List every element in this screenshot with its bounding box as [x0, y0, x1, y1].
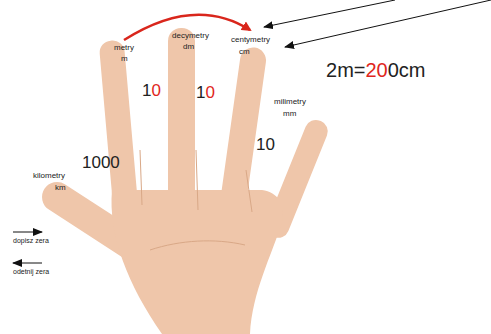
label-character: =: [354, 59, 366, 81]
label-character: 2: [365, 59, 376, 81]
unit-name: kilometry: [33, 172, 65, 180]
label-character: 0: [377, 59, 388, 81]
index-finger: [99, 39, 139, 216]
hand-creases: [140, 150, 252, 250]
unit-symbol: cm: [239, 48, 250, 56]
label-character: m: [409, 59, 426, 81]
unit-name: milimetry: [274, 98, 306, 106]
label-character: 0: [388, 59, 399, 81]
label-character: 0: [151, 81, 160, 100]
conversion-example: 2m=200cm: [326, 60, 426, 80]
unit-symbol: m: [121, 55, 128, 63]
finger-gap: [246, 170, 252, 212]
unit-symbol: km: [55, 184, 66, 192]
label-character: 0: [205, 83, 214, 102]
unit-name: metry: [114, 44, 134, 52]
pointer-line: [264, 0, 395, 27]
label-character: m: [337, 59, 354, 81]
direction-note: dopisz zera: [13, 237, 49, 244]
label-character: c: [399, 59, 409, 81]
pointer-line: [285, 0, 491, 47]
hand: [36, 28, 331, 334]
direction-arrow: [13, 232, 42, 233]
unit-symbol: dm: [183, 43, 194, 51]
finger-gap: [140, 150, 142, 205]
conversion-factor: 10: [256, 136, 275, 153]
conversion-factor: 10: [142, 82, 161, 99]
direction-note: odetnij zera: [13, 268, 49, 275]
finger-gap: [196, 150, 198, 210]
unit-name: centymetry: [231, 36, 270, 44]
unit-name: decymetry: [172, 32, 209, 40]
middle-finger: [168, 28, 195, 213]
label-character: 1: [142, 81, 151, 100]
unit-symbol: mm: [283, 110, 296, 118]
label-character: 1: [196, 83, 205, 102]
conversion-factor: 10: [196, 84, 215, 101]
direction-arrow: [13, 263, 42, 264]
palm: [111, 190, 283, 334]
conversion-factor: 1000: [82, 154, 120, 171]
palm-crease: [150, 241, 245, 250]
label-character: 2: [326, 59, 337, 81]
